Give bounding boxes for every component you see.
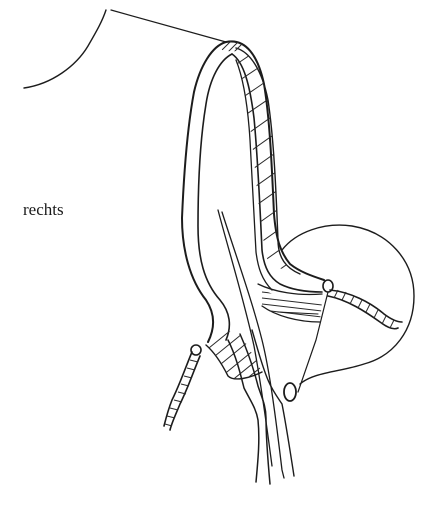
right-cord-upper <box>330 290 402 322</box>
top-connector-line <box>111 10 226 42</box>
mid-band-hatching <box>262 292 330 318</box>
lower-knot <box>284 383 296 401</box>
lower-stem-left <box>228 340 259 482</box>
right-bulb-outline <box>282 225 414 384</box>
upper-band-hatching <box>228 40 310 282</box>
lower-band-outline <box>206 345 262 379</box>
side-label: rechts <box>23 200 64 220</box>
left-cord-twists <box>165 360 198 426</box>
left-cord-left <box>164 352 192 426</box>
long-diagonal-line <box>222 212 284 478</box>
right-cord-twists <box>334 290 394 328</box>
inner-loop-right-contour <box>232 54 322 292</box>
left-cord-tip <box>191 345 201 355</box>
upper-band-outline <box>236 48 300 274</box>
upper-left-curve <box>24 10 106 88</box>
outer-loop-contour <box>226 41 324 280</box>
outer-loop-left-contour <box>182 42 226 342</box>
